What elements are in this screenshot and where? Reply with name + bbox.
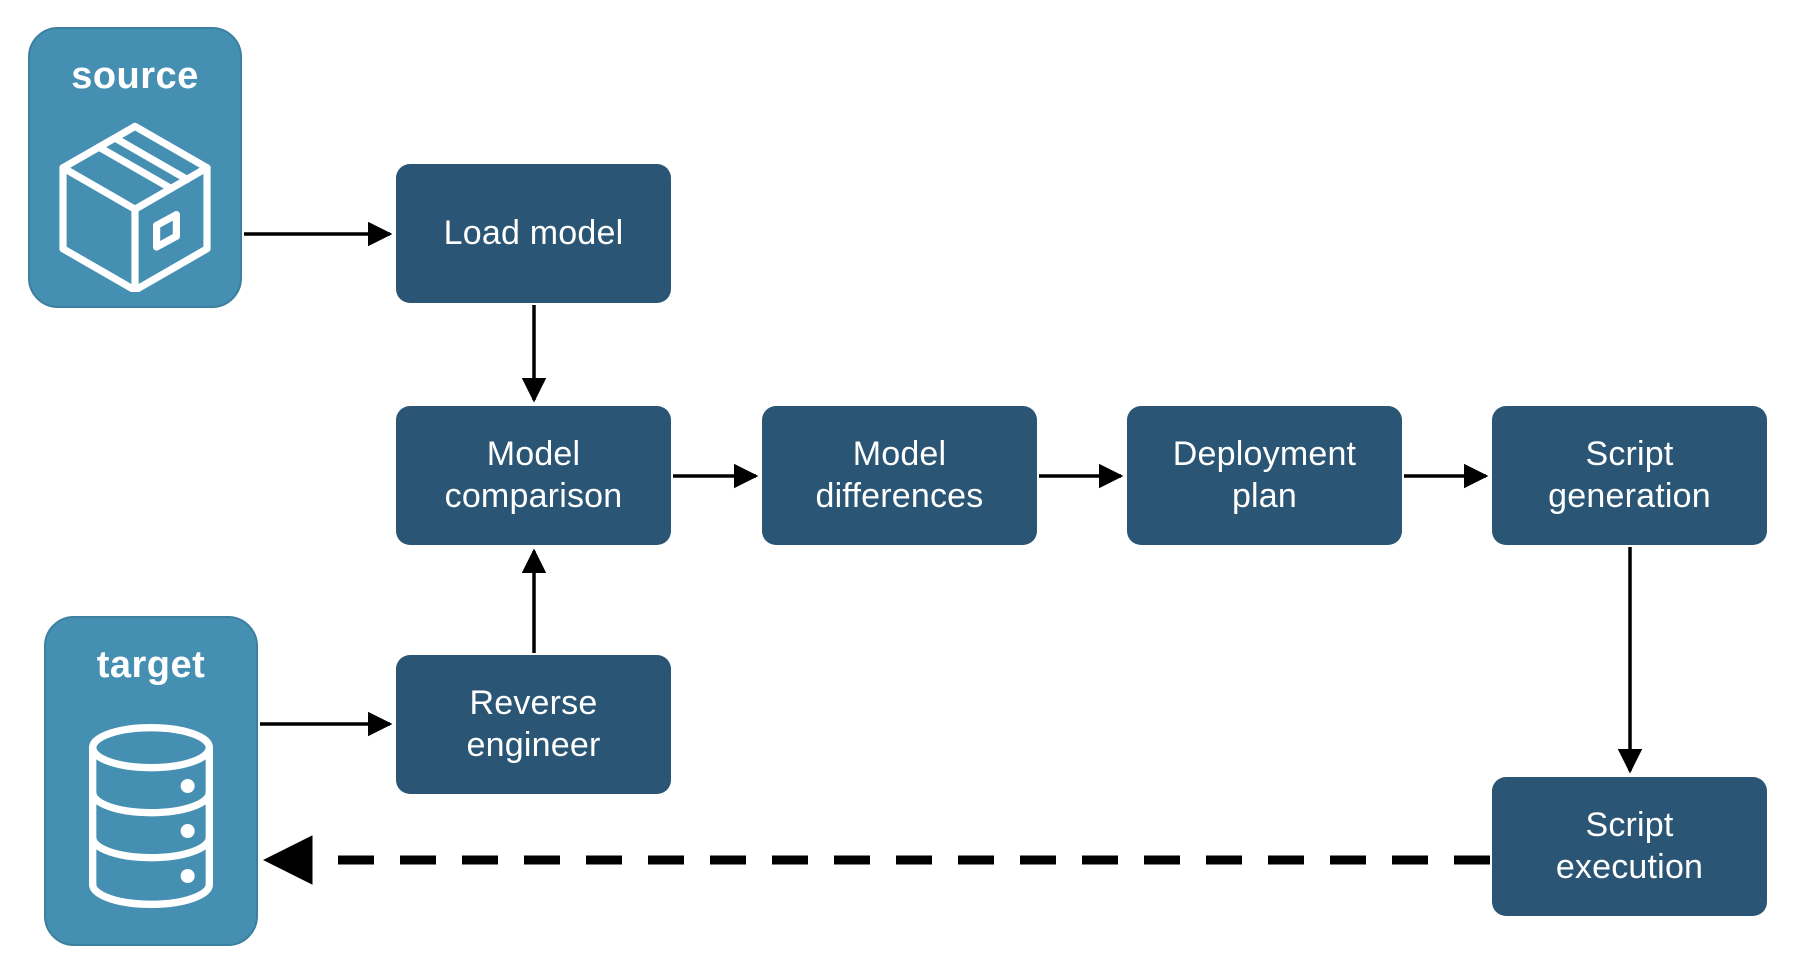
process-script-generation[interactable]: Script generation xyxy=(1492,406,1767,545)
process-load-model-label: Load model xyxy=(443,213,624,252)
endpoint-target[interactable]: target xyxy=(44,616,258,946)
process-reverse-engineer[interactable]: Reverse engineer xyxy=(396,655,671,794)
process-model-differences-label: Model differences xyxy=(815,435,984,515)
process-script-generation-label: Script generation xyxy=(1548,435,1711,515)
endpoint-target-label: target xyxy=(96,644,206,686)
process-script-execution[interactable]: Script execution xyxy=(1492,777,1767,916)
endpoint-source[interactable]: source xyxy=(28,27,242,308)
process-model-comparison[interactable]: Model comparison xyxy=(396,406,671,545)
endpoint-source-label: source xyxy=(71,55,199,97)
process-reverse-engineer-label: Reverse engineer xyxy=(466,684,601,764)
database-cylinder-icon xyxy=(46,687,256,944)
package-box-icon xyxy=(30,98,240,306)
process-model-differences[interactable]: Model differences xyxy=(762,406,1037,545)
process-deployment-plan-label: Deployment plan xyxy=(1172,435,1357,515)
process-deployment-plan[interactable]: Deployment plan xyxy=(1127,406,1402,545)
process-load-model[interactable]: Load model xyxy=(396,164,671,303)
process-model-comparison-label: Model comparison xyxy=(444,435,623,515)
process-script-execution-label: Script execution xyxy=(1555,806,1704,886)
